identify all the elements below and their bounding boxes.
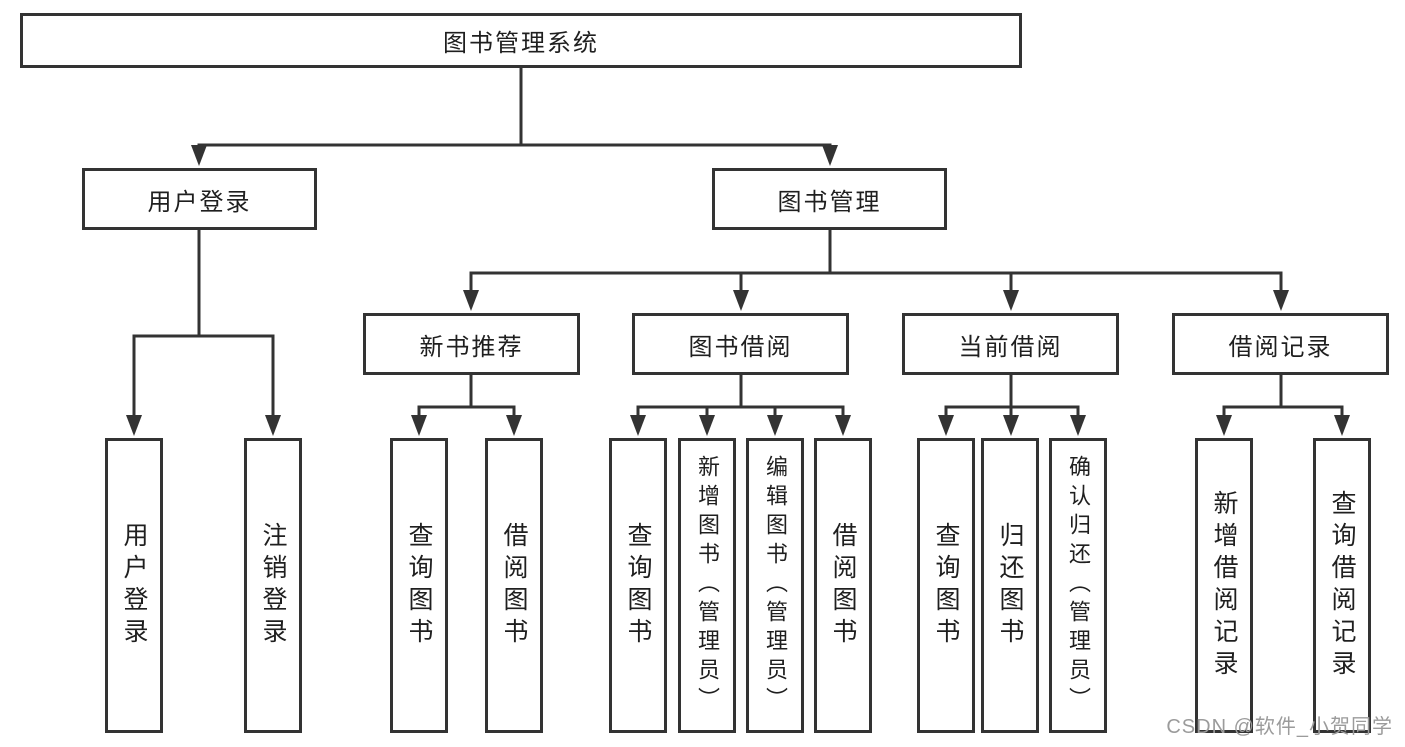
node-root-system: 图书管理系统 [20,13,1022,68]
node-cb-confirm-return-admin: 确认归还（管理员） [1049,438,1107,733]
node-borrow-records: 借阅记录 [1172,313,1389,375]
node-book-management: 图书管理 [712,168,947,230]
arrowhead-icons [126,145,1350,436]
node-cb-query-book: 查询图书 [917,438,975,733]
node-book-borrow: 图书借阅 [632,313,849,375]
node-user-login-group: 用户登录 [82,168,317,230]
node-current-borrow: 当前借阅 [902,313,1119,375]
node-nbr-query-book: 查询图书 [390,438,448,733]
node-bb-add-book-admin: 新增图书（管理员） [678,438,736,733]
node-bb-borrow-book: 借阅图书 [814,438,872,733]
node-new-book-recommend: 新书推荐 [363,313,580,375]
node-bb-edit-book-admin: 编辑图书（管理员） [746,438,804,733]
node-br-add-record: 新增借阅记录 [1195,438,1253,733]
node-br-query-record: 查询借阅记录 [1313,438,1371,733]
node-nbr-borrow-book: 借阅图书 [485,438,543,733]
node-user-login: 用户登录 [105,438,163,733]
node-logout: 注销登录 [244,438,302,733]
node-cb-return-book: 归还图书 [981,438,1039,733]
node-bb-query-book: 查询图书 [609,438,667,733]
csdn-watermark: CSDN @软件_小贺同学 [1166,716,1393,738]
